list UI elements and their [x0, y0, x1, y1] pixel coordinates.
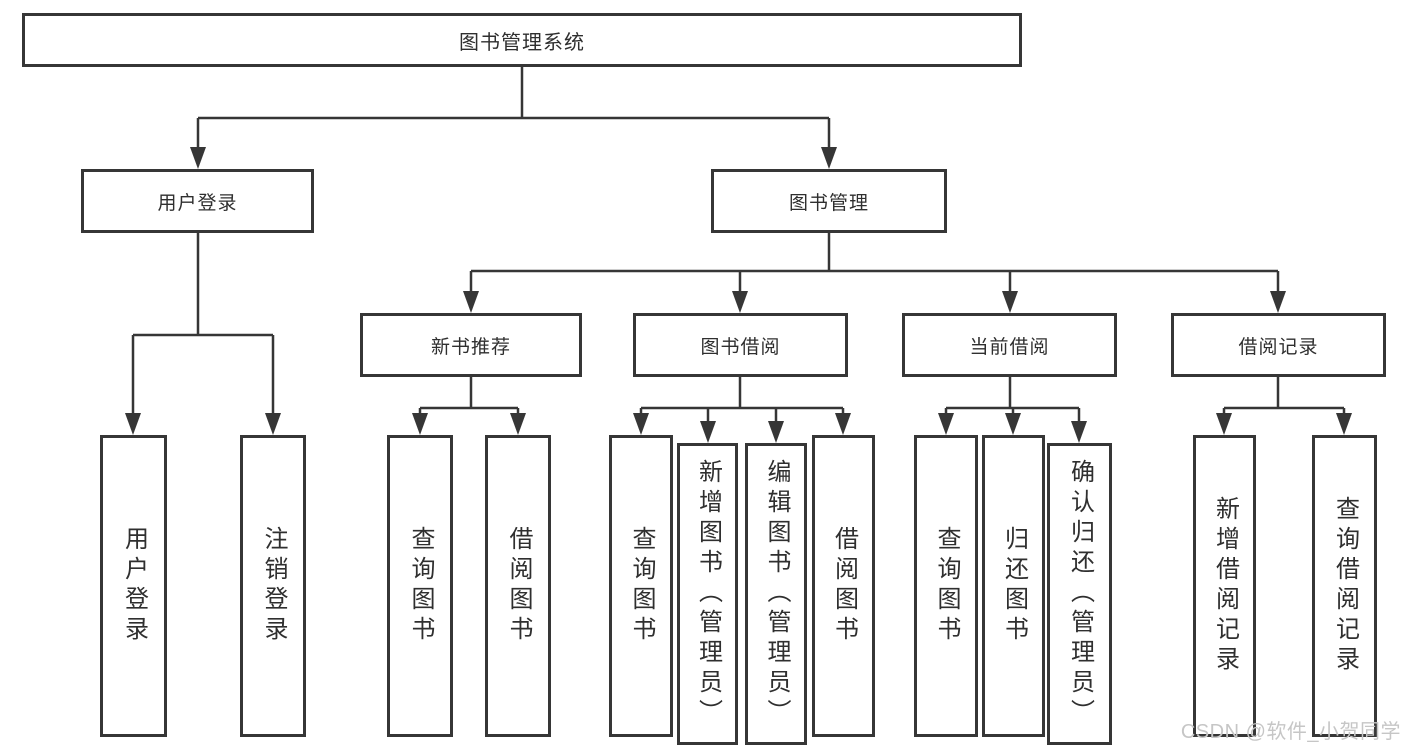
- leaf-query-books-recommend: 查询图书: [387, 435, 453, 737]
- node-book-borrowing: 图书借阅: [633, 313, 848, 377]
- leaf-query-books-current: 查询图书: [914, 435, 978, 737]
- leaf-borrow-books: 借阅图书: [812, 435, 875, 737]
- leaf-borrow-books-recommend-label: 借阅图书: [505, 526, 532, 646]
- leaf-add-borrow-record-label: 新增借阅记录: [1211, 496, 1239, 676]
- node-current-borrowing: 当前借阅: [902, 313, 1117, 377]
- leaf-query-borrow-record-label: 查询借阅记录: [1331, 496, 1359, 676]
- node-book-management: 图书管理: [711, 169, 947, 233]
- leaf-user-login-label: 用户登录: [120, 526, 148, 646]
- leaf-return-books-label: 归还图书: [1000, 526, 1028, 646]
- leaf-query-books-borrowing: 查询图书: [609, 435, 673, 737]
- csdn-watermark: CSDN @软件_小贺同学: [1180, 721, 1401, 743]
- leaf-add-books-admin-label: 新增图书（管理员）: [694, 459, 722, 729]
- leaf-add-books-admin: 新增图书（管理员）: [677, 443, 738, 745]
- leaf-query-books-recommend-label: 查询图书: [407, 526, 434, 646]
- leaf-query-books-current-label: 查询图书: [933, 526, 960, 646]
- leaf-logout-login-label: 注销登录: [260, 526, 287, 646]
- leaf-borrow-books-recommend: 借阅图书: [485, 435, 551, 737]
- leaf-confirm-return-admin-label: 确认归还（管理员）: [1066, 459, 1094, 729]
- leaf-logout-login: 注销登录: [240, 435, 306, 737]
- leaf-confirm-return-admin: 确认归还（管理员）: [1047, 443, 1112, 745]
- leaf-borrow-books-label: 借阅图书: [830, 526, 858, 646]
- arrowhead-icons: [125, 147, 1352, 443]
- leaf-query-borrow-record: 查询借阅记录: [1312, 435, 1377, 737]
- node-user-login: 用户登录: [81, 169, 314, 233]
- leaf-edit-books-admin: 编辑图书（管理员）: [745, 443, 807, 745]
- leaf-return-books: 归还图书: [982, 435, 1045, 737]
- node-borrowing-records: 借阅记录: [1171, 313, 1386, 377]
- leaf-user-login: 用户登录: [100, 435, 167, 737]
- node-new-book-recommendation: 新书推荐: [360, 313, 582, 377]
- leaf-add-borrow-record: 新增借阅记录: [1193, 435, 1256, 737]
- leaf-query-books-borrowing-label: 查询图书: [628, 526, 655, 646]
- node-root-library-system: 图书管理系统: [22, 13, 1022, 67]
- leaf-edit-books-admin-label: 编辑图书（管理员）: [763, 459, 790, 729]
